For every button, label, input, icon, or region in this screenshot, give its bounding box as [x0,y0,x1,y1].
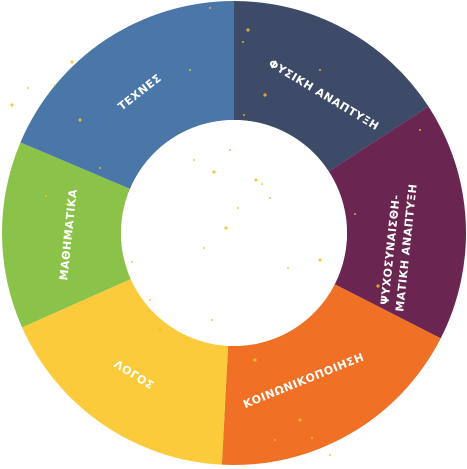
sparkle-dot [318,258,322,262]
sparkle-dot [263,93,267,97]
sparkle-dot [243,114,245,116]
sparkle-dot [211,319,213,321]
sparkle-dot [149,299,151,301]
sparkle-dot [376,284,380,288]
sparkle-dot [298,418,302,422]
segment-logos[interactable] [22,278,229,465]
sparkle-dot [65,203,67,205]
sparkle-dot [131,261,133,263]
sparkle-dot [209,7,211,9]
sparkle-dot [212,170,216,174]
center-hole [121,120,347,346]
segment-fysiki[interactable] [234,1,429,172]
sparkle-dot [274,439,276,441]
sparkle-dot [354,213,356,215]
sparkle-dot [189,69,191,71]
sparkle-dot [253,358,257,362]
sparkle-dot [261,183,263,185]
sparkle-dot [254,178,258,182]
sparkle-dot [78,118,82,122]
segment-technes[interactable] [20,1,235,189]
segment-koinon[interactable] [221,284,441,465]
sparkle-dot [27,87,29,89]
decorative-dots [10,7,421,456]
sparkle-dot [246,28,250,32]
sparkle-dot [99,167,101,169]
segment-mathim[interactable] [1,142,131,328]
sparkle-dot [237,207,239,209]
sparkle-dot [229,149,231,151]
sparkle-dot [287,267,289,269]
segment-psycho[interactable] [328,106,467,339]
sparkle-dot [54,84,56,86]
sparkle-dot [319,69,321,71]
sparkle-dot [45,195,47,197]
sparkle-dot [158,328,162,332]
sparkle-dot [224,226,228,230]
sparkle-dot [203,247,205,249]
sparkle-dot [329,454,331,456]
sparkle-dot [10,103,14,107]
sparkle-dot [242,41,244,43]
sparkle-dot [419,129,421,131]
sparkle-dot [70,60,74,64]
sparkle-dot [269,197,271,199]
sparkle-dot [311,437,313,439]
sparkle-dot [193,159,195,161]
